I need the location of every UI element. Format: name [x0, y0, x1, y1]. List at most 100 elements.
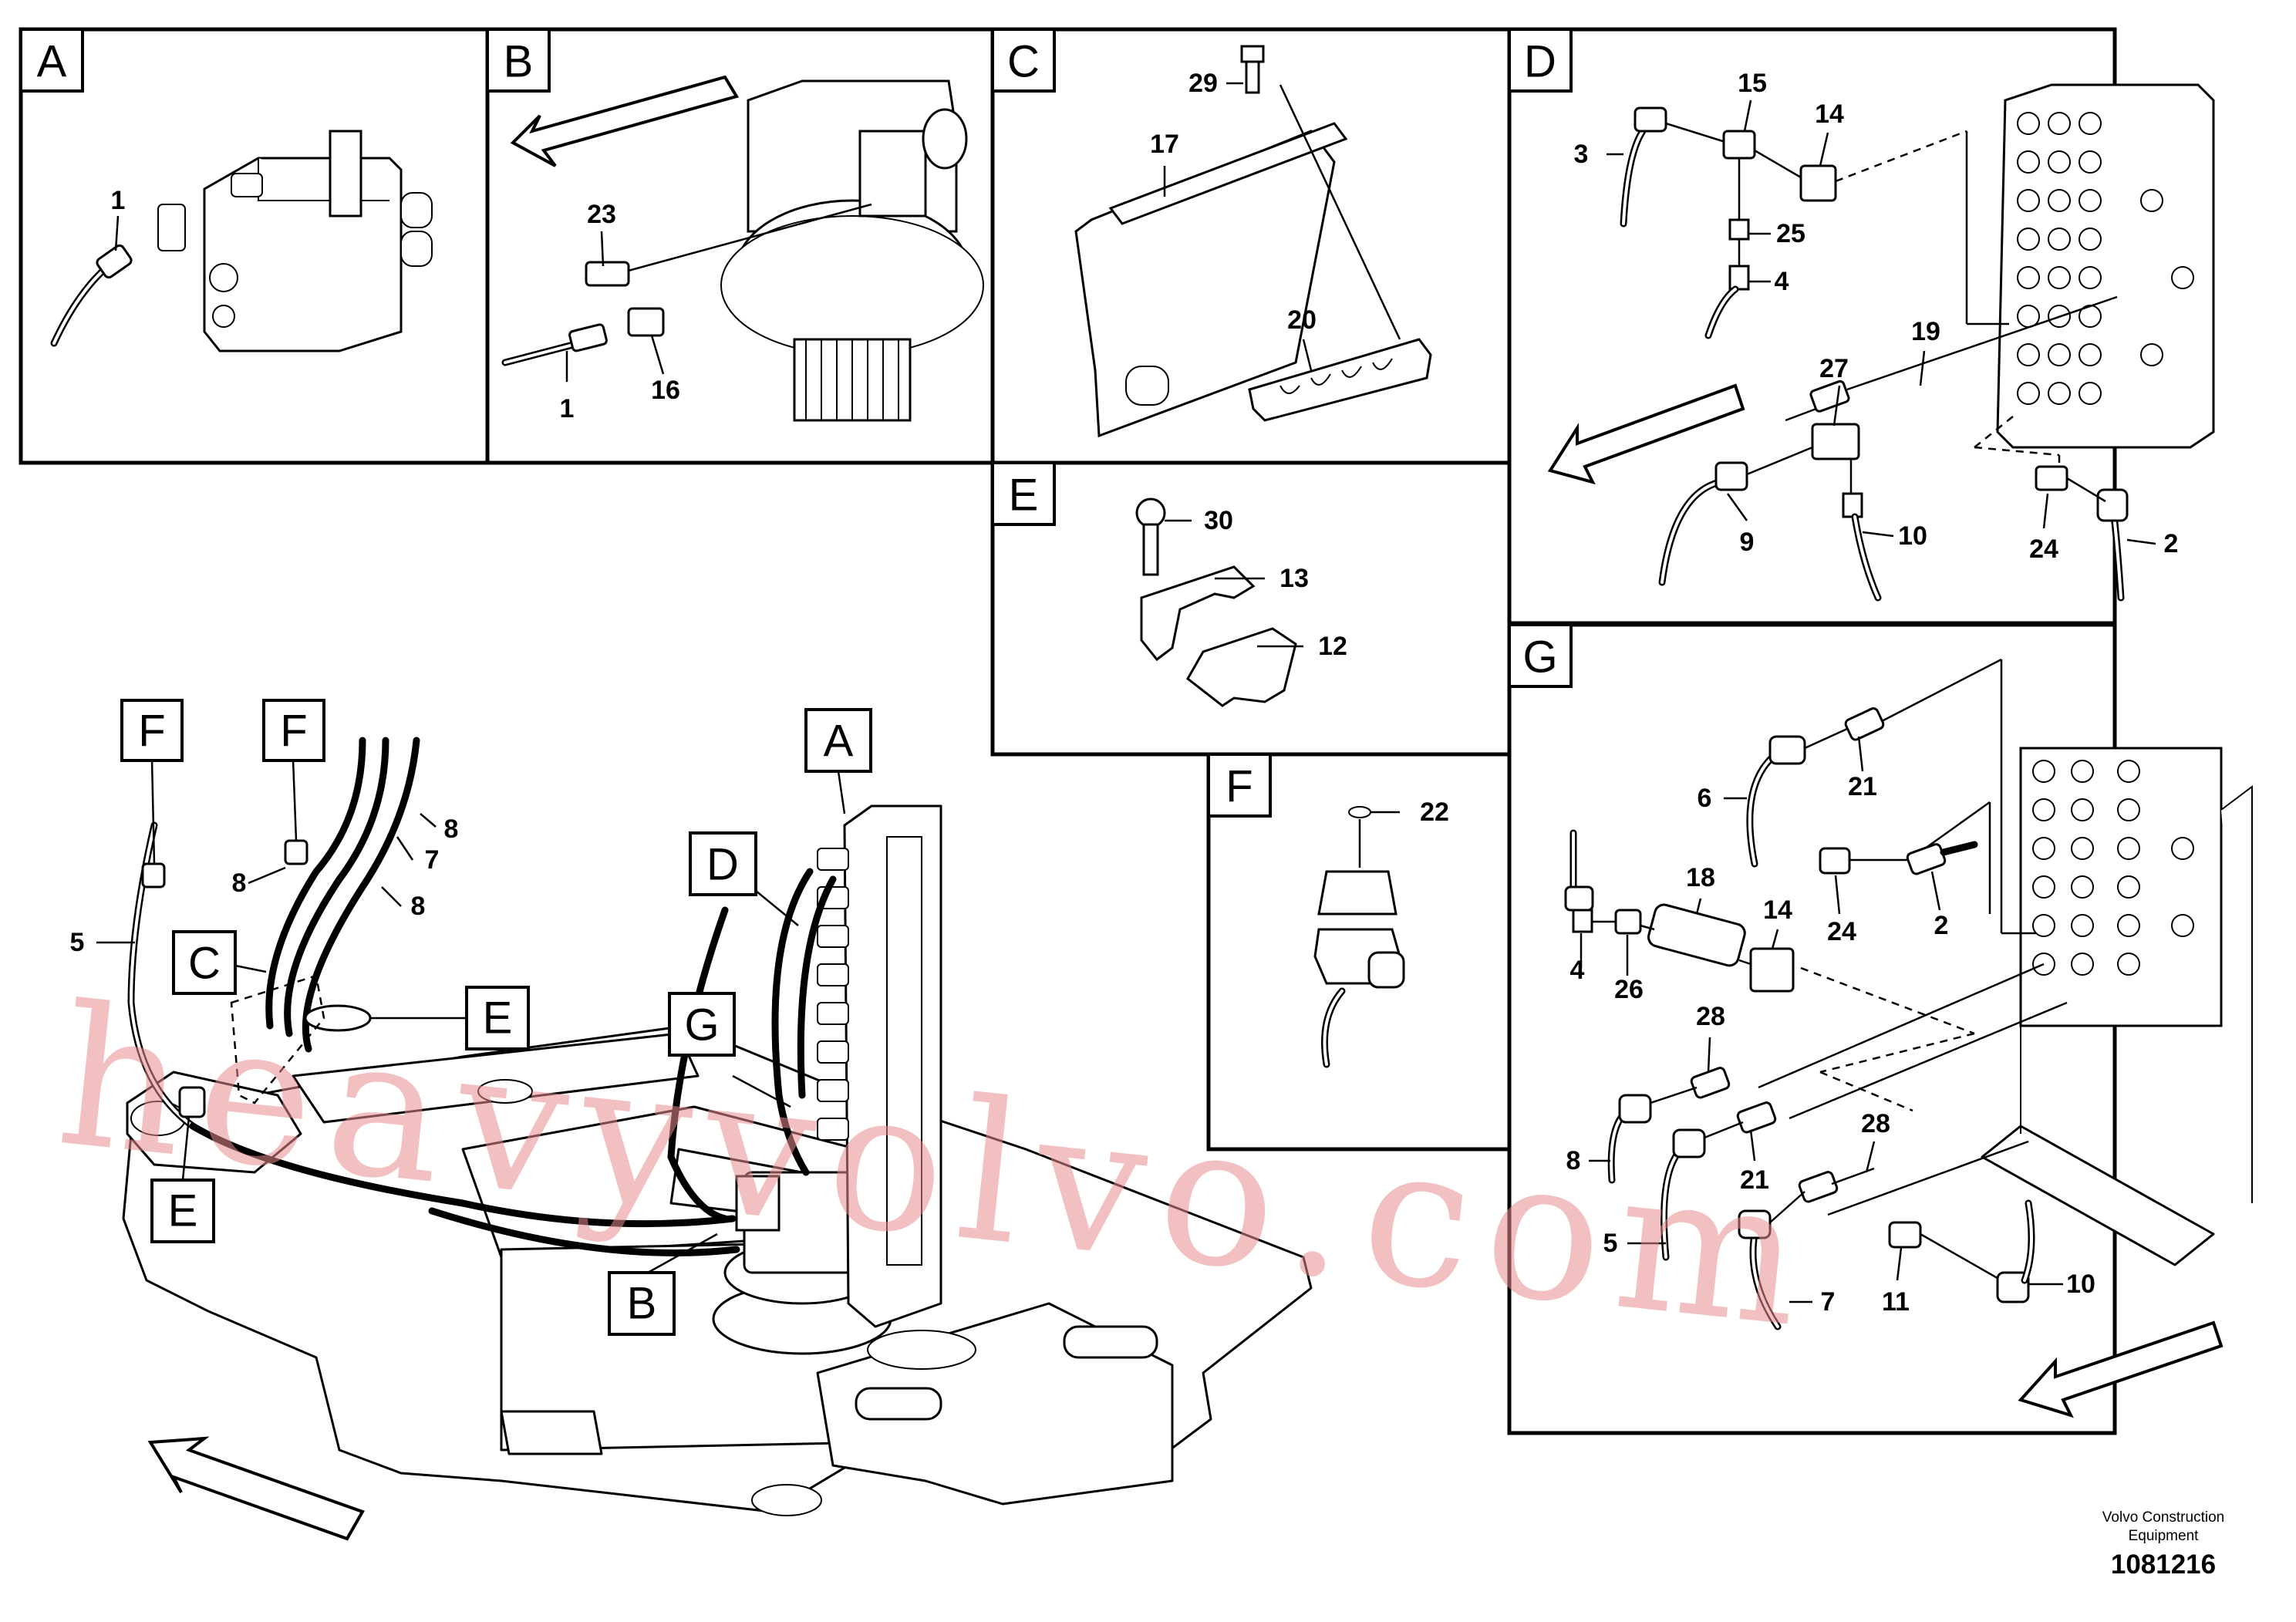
panel-e: E 30 13 12: [990, 460, 1512, 757]
panel-d-fitting-10: [1842, 492, 1863, 518]
main-frame-hole: [477, 1079, 533, 1104]
panel-g-union-28: [1690, 1067, 1731, 1099]
panel-g-union-28-lower: [1798, 1171, 1839, 1203]
main-label-b: B: [627, 1279, 657, 1329]
callout-c-29: 29: [1188, 69, 1218, 98]
main-label-a: A: [824, 717, 854, 767]
panel-g: G 21 6: [1507, 622, 2253, 1435]
panel-g-elbow-8: [1618, 1094, 1652, 1124]
panel-d-label: D: [1524, 37, 1556, 87]
callout-g-21-top: 21: [1848, 772, 1877, 801]
callout-f-22: 22: [1420, 798, 1449, 827]
panel-g-check-valve-18: [1647, 903, 1746, 967]
panel-a-valve-port: [400, 192, 433, 228]
panel-g-elbow-5: [1672, 1128, 1706, 1158]
callout-g-4: 4: [1570, 956, 1585, 985]
panel-d: D 1: [1507, 27, 2215, 626]
panel-d-adapter-14: [1799, 164, 1837, 202]
main-label-a-box: [804, 708, 872, 773]
panel-g-adapter-14: [1749, 947, 1795, 993]
panel-a-valve-port: [400, 231, 433, 267]
panel-d-nipple-4: [1728, 265, 1750, 291]
callout-g-6: 6: [1698, 784, 1712, 813]
main-label-c-box: [172, 930, 237, 995]
panel-g-elbow-4: [1564, 885, 1594, 912]
panel-e-bolt-head-30: [1135, 497, 1166, 528]
panel-g-mount-plate: [1981, 1125, 2215, 1266]
footer: Volvo Construction Equipment 1081216: [2102, 1509, 2224, 1580]
callout-d-25: 25: [1776, 219, 1805, 248]
panel-d-elbow: [1633, 106, 1667, 133]
panel-d-elbow-2: [2096, 488, 2129, 522]
panel-a-bracket: [329, 130, 362, 218]
main-swing-valve-block: [735, 1175, 781, 1232]
main-label-g-box: [668, 992, 736, 1057]
panel-b-hose-end: [568, 323, 608, 352]
main-frame-slot: [1063, 1325, 1158, 1359]
main-label-f-left: F: [138, 706, 165, 757]
main-label-e-lower: E: [168, 1186, 198, 1236]
panel-b: B 23 1 16: [485, 27, 995, 465]
callout-d-14: 14: [1815, 99, 1844, 129]
panel-g-direction-arrow: [2018, 1320, 2224, 1418]
panel-g-border: [1507, 622, 2117, 1435]
panel-c-bolt-head: [1240, 45, 1265, 63]
main-label-c: C: [188, 939, 221, 989]
panel-b-swing-motor-flange: [720, 215, 984, 356]
main-label-g: G: [684, 1000, 719, 1050]
callout-c-20: 20: [1287, 305, 1317, 335]
panel-g-union-21: [1844, 707, 1885, 741]
panel-g-hose-end-2: [1906, 843, 1947, 875]
panel-a-valve-port: [212, 305, 235, 328]
main-label-e-right-box: [465, 986, 530, 1050]
callout-a-1: 1: [111, 186, 126, 215]
panel-b-label-box: [486, 28, 551, 93]
panel-f-o-ring-22: [1348, 806, 1371, 818]
panel-g-elbow-7: [1738, 1209, 1772, 1239]
main-hose-bundle-valve: [771, 868, 814, 1176]
panel-c: C 29 17 20: [990, 27, 1512, 465]
callout-d-2: 2: [2164, 529, 2179, 558]
callout-g-18: 18: [1686, 863, 1715, 892]
main-clamp-e-lower: [178, 1086, 206, 1118]
panel-e-border: [990, 460, 1512, 757]
callout-d-10: 10: [1898, 521, 1927, 551]
panel-g-hose-2: [1940, 841, 1978, 856]
main-label-f-right-box: [262, 699, 325, 762]
main-label-d: D: [706, 840, 739, 890]
panel-d-tee-15: [1722, 130, 1756, 160]
main-hose-run: [189, 1122, 737, 1228]
panel-b-label: B: [504, 37, 534, 87]
panel-d-nipple-25: [1728, 218, 1750, 241]
panel-e-bolt-shank-30: [1142, 523, 1159, 576]
footer-company-line1: Volvo Construction: [2102, 1509, 2224, 1526]
footer-company-line2: Equipment: [2129, 1528, 2200, 1544]
callout-g-5: 5: [1603, 1229, 1618, 1258]
callout-d-4: 4: [1775, 267, 1789, 296]
main-frame-bracket: [500, 1410, 603, 1455]
main-frame-left-boss: [126, 1071, 302, 1174]
callout-main-7: 7: [425, 845, 440, 875]
panel-g-label-box: [1508, 623, 1573, 688]
callout-e-13: 13: [1279, 564, 1309, 593]
panel-g-fitting-11: [1888, 1221, 1922, 1249]
callout-g-14: 14: [1763, 895, 1792, 925]
main-hose-swing: [667, 906, 729, 1222]
main-direction-arrow: [147, 1436, 365, 1541]
panel-c-clamp-strip-17: [1108, 122, 1348, 225]
panel-f-swivel: [1367, 951, 1405, 989]
panel-e-clamp-half-13: [1140, 565, 1256, 662]
main-fitting-f-left: [141, 862, 166, 889]
panel-g-elbow-10: [1996, 1271, 2030, 1303]
panel-g-nipple-4: [1572, 909, 1593, 933]
panel-d-direction-arrow: [1547, 383, 1745, 485]
panel-a-valve-port: [209, 263, 238, 292]
callout-g-21-lower: 21: [1740, 1165, 1769, 1195]
panel-g-fitting-24: [1819, 847, 1851, 875]
main-label-e-right: E: [483, 993, 513, 1044]
callout-d-15: 15: [1738, 69, 1767, 98]
callout-g-10: 10: [2066, 1270, 2095, 1299]
panel-g-elbow-6: [1768, 735, 1806, 765]
panel-g-union-21-lower: [1736, 1101, 1777, 1134]
